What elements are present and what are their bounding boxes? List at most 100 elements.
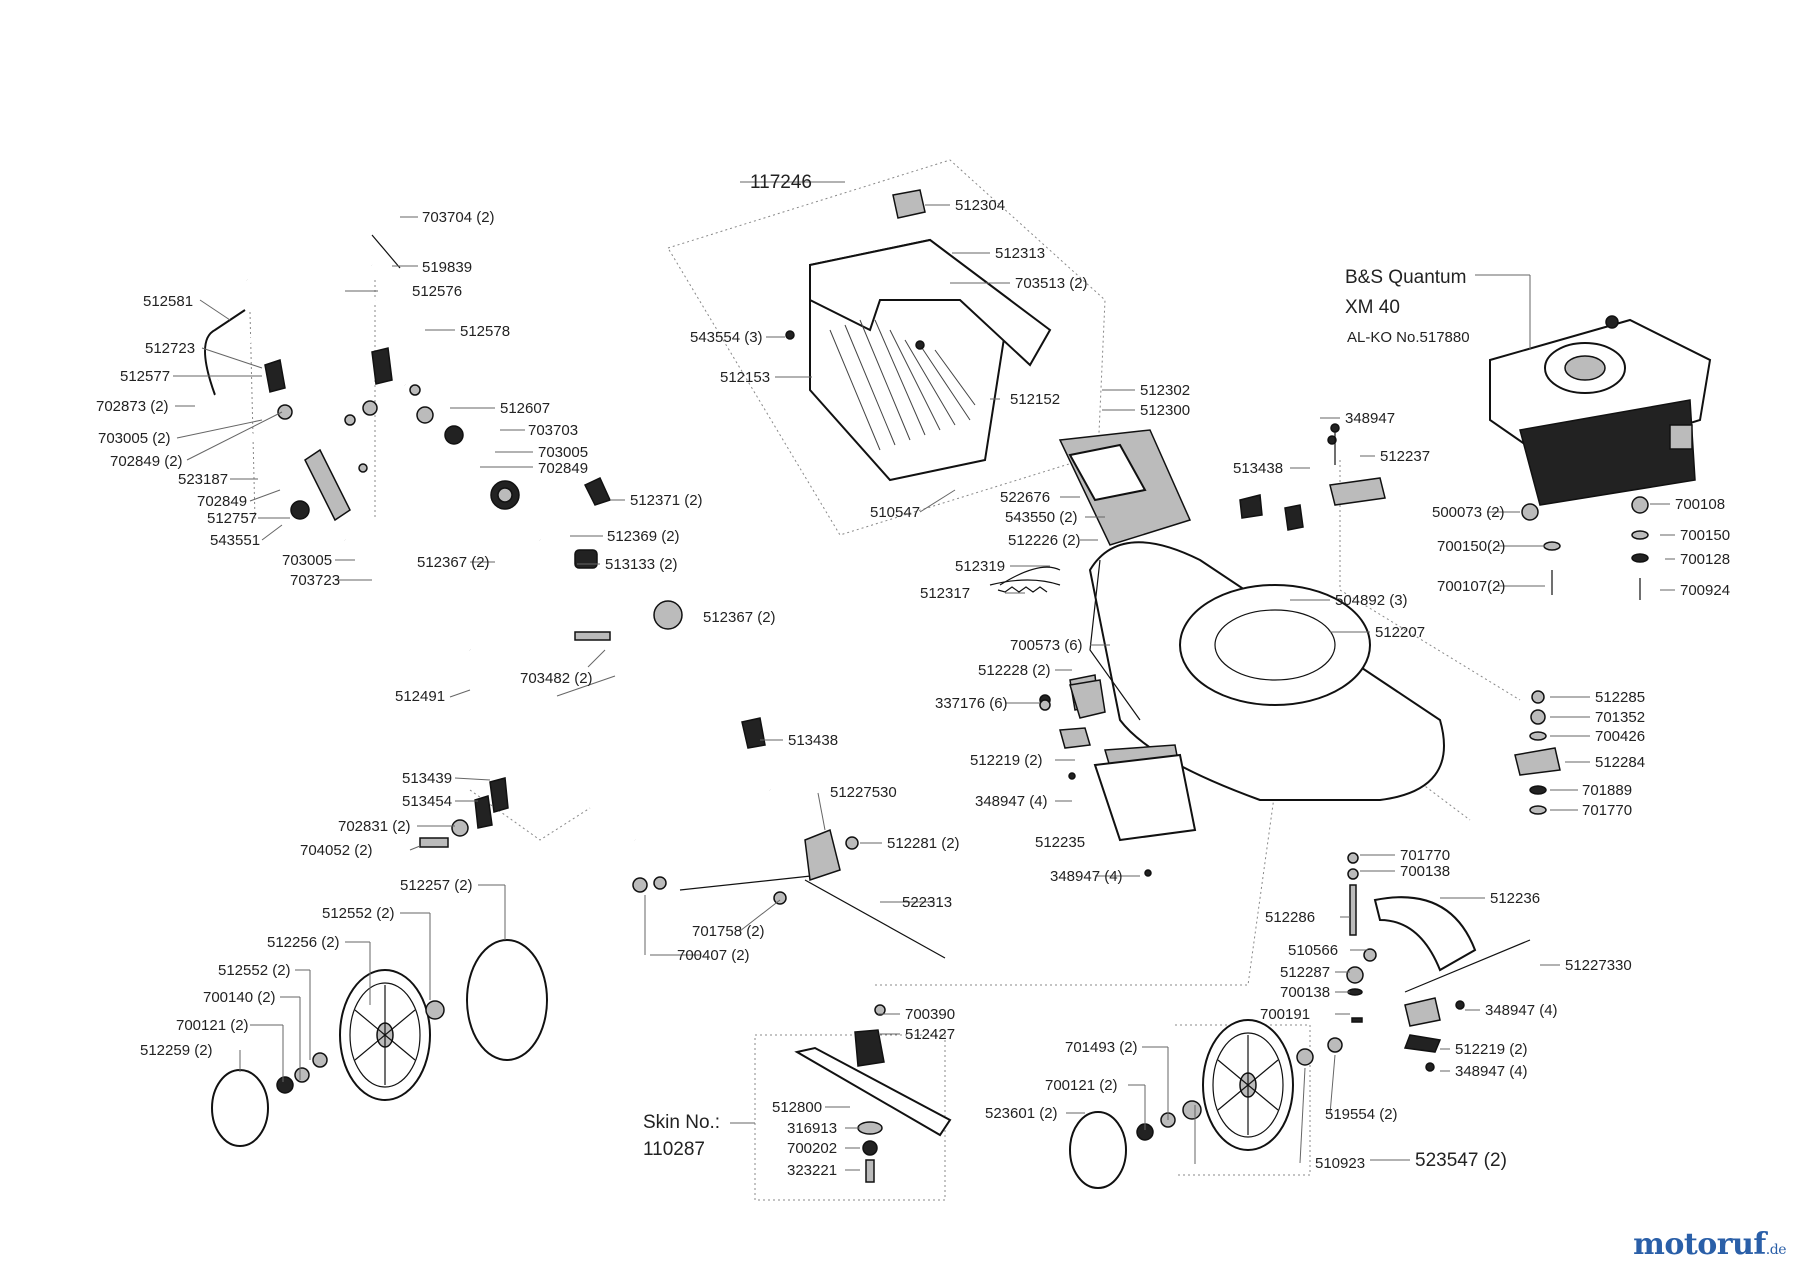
bracket-512235: [1093, 753, 1197, 842]
lever-plate: [304, 448, 351, 522]
label-702831: 702831 (2): [338, 818, 411, 835]
label-700573: 700573 (6): [1010, 637, 1083, 654]
label-512578: 512578: [460, 323, 510, 340]
label-512607: 512607: [500, 400, 550, 417]
label-700150-2: 700150(2): [1437, 538, 1505, 555]
front-wheel-assembly: [211, 939, 548, 1147]
label-702873: 702873 (2): [96, 398, 169, 415]
label-703005-2: 703005 (2): [98, 430, 171, 447]
knob-part: [290, 500, 310, 520]
label-512552-b: 512552 (2): [218, 962, 291, 979]
label-543551: 543551: [210, 532, 260, 549]
label-522676: 522676: [1000, 489, 1050, 506]
label-512257: 512257 (2): [400, 877, 473, 894]
label-323221: 323221: [787, 1162, 837, 1179]
label-700150: 700150: [1680, 527, 1730, 544]
label-512300: 512300: [1140, 402, 1190, 419]
label-700138-a: 700138: [1400, 863, 1450, 880]
label-512284: 512284: [1595, 754, 1645, 771]
label-703513: 703513 (2): [1015, 275, 1088, 292]
engine-mount-dotted: [1339, 460, 1521, 701]
label-701770-b: 701770: [1400, 847, 1450, 864]
label-512723: 512723: [145, 340, 195, 357]
label-512757: 512757: [207, 510, 257, 527]
rear-deflector: [1346, 852, 1531, 1072]
label-512207: 512207: [1375, 624, 1425, 641]
assembly-labels: 117246 B&S Quantum XM 40 AL-KO No.517880…: [643, 172, 1507, 1171]
label-510566: 510566: [1288, 942, 1338, 959]
label-512286: 512286: [1265, 909, 1315, 926]
label-512313: 512313: [995, 245, 1045, 262]
axle-bracket: [804, 828, 841, 882]
handle-knob-part: [653, 600, 683, 630]
label-512577: 512577: [120, 368, 170, 385]
hubcap-523601: [1069, 1111, 1127, 1189]
label-512259: 512259 (2): [140, 1042, 213, 1059]
engine: [1489, 315, 1712, 506]
deflector-512236: [1373, 896, 1477, 972]
deck-roller-part: [1069, 679, 1106, 719]
wheel-cover-512257: [466, 939, 548, 1061]
label-510923: 510923: [1315, 1155, 1365, 1172]
label-512228: 512228 (2): [978, 662, 1051, 679]
bracket-51227330: [1404, 997, 1441, 1027]
label-513439: 513439: [402, 770, 452, 787]
label-703703: 703703: [528, 422, 578, 439]
knob-513: [583, 477, 612, 506]
label-512367-b: 512367 (2): [703, 609, 776, 626]
label-512371: 512371 (2): [630, 492, 703, 509]
leader-lines: [173, 181, 1675, 1171]
label-512304: 512304: [955, 197, 1005, 214]
label-512317: 512317: [920, 585, 970, 602]
rear-axle: [632, 828, 946, 959]
label-512369: 512369 (2): [607, 528, 680, 545]
label-700426: 700426: [1595, 728, 1645, 745]
label-700138-b: 700138: [1280, 984, 1330, 1001]
label-701889: 701889: [1582, 782, 1632, 799]
cable-clip-1: [489, 777, 509, 813]
label-513133: 513133 (2): [605, 556, 678, 573]
label-700202: 700202: [787, 1140, 837, 1157]
label-rear-wheel-set: 523547 (2): [1415, 1150, 1507, 1171]
label-51227530: 51227530: [830, 784, 897, 801]
label-701493: 701493 (2): [1065, 1039, 1138, 1056]
label-512237: 512237: [1380, 448, 1430, 465]
spring-312317: [997, 586, 1048, 593]
label-500073: 500073 (2): [1432, 504, 1505, 521]
deck-parts-left: [997, 566, 1197, 877]
label-348947-c: 348947 (4): [1050, 868, 1123, 885]
deck-cover-plate: [1329, 477, 1386, 506]
label-700121-b: 700121 (2): [1045, 1077, 1118, 1094]
clip-part: [741, 717, 766, 749]
handle-clamp-part: [264, 359, 286, 393]
blade-adapter-512427: [854, 1029, 885, 1067]
label-512236: 512236: [1490, 890, 1540, 907]
label-512552-a: 512552 (2): [322, 905, 395, 922]
label-513438-b: 513438: [788, 732, 838, 749]
deck-clip-1: [1239, 494, 1263, 519]
label-702849-a: 702849: [538, 460, 588, 477]
label-701758: 701758 (2): [692, 923, 765, 940]
blade-assembly: [794, 1004, 952, 1183]
catcher-mesh: [829, 319, 976, 451]
label-510547: 510547: [870, 504, 920, 521]
label-512491: 512491: [395, 688, 445, 705]
label-512302: 512302: [1140, 382, 1190, 399]
label-700924: 700924: [1680, 582, 1730, 599]
label-543550: 543550 (2): [1005, 509, 1078, 526]
label-700121-a: 700121 (2): [176, 1017, 249, 1034]
rear-wheel-assembly: [1069, 1019, 1343, 1189]
engine-block: [1519, 399, 1696, 506]
label-701352: 701352: [1595, 709, 1645, 726]
label-513438-a: 513438: [1233, 460, 1283, 477]
label-512581: 512581: [143, 293, 193, 310]
label-703482: 703482 (2): [520, 670, 593, 687]
label-engine-model: XM 40: [1345, 297, 1400, 318]
motoruf-watermark[interactable]: motoruf.de: [1633, 1227, 1786, 1262]
label-700107: 700107(2): [1437, 578, 1505, 595]
plate-512219-rear: [1403, 1034, 1442, 1053]
label-skin-no-title: Skin No.:: [643, 1112, 720, 1133]
blade-512800: [794, 1046, 952, 1137]
deck-clip-2: [1284, 504, 1304, 531]
